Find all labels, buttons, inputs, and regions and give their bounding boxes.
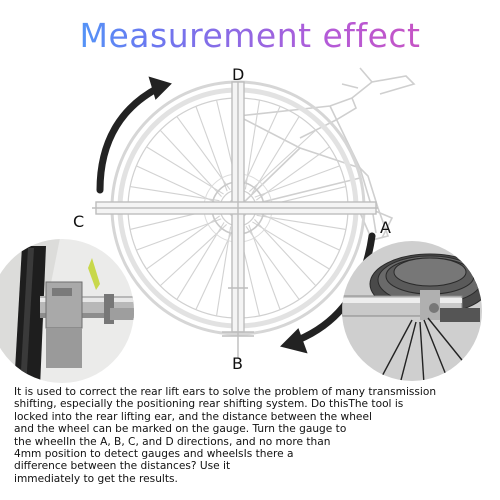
gauge-crosshair xyxy=(92,81,378,358)
rotation-arrow-top xyxy=(96,76,172,194)
wheel-spoke xyxy=(136,218,222,251)
inset-photo-left xyxy=(0,239,134,383)
description-text: It is used to correct the rear lift ears… xyxy=(14,386,437,485)
wheel-spoke xyxy=(146,146,224,195)
wheel-spoke xyxy=(215,226,232,316)
wheel-spoke xyxy=(252,221,330,270)
wheel-spoke xyxy=(254,219,317,287)
wheel-spoke xyxy=(256,146,330,201)
label-c: C xyxy=(73,212,85,231)
wheel-diagram: D C A B xyxy=(0,58,500,384)
bike-wheel-illustration xyxy=(0,67,482,383)
wheel-spoke xyxy=(195,227,235,310)
wheel-spoke xyxy=(257,211,340,251)
inset-photo-right xyxy=(342,241,482,381)
label-b: B xyxy=(232,354,243,373)
wheel-spoke xyxy=(136,165,219,205)
wheel-spoke xyxy=(176,116,231,190)
wheel-spoke xyxy=(241,106,281,189)
wheel-spoke xyxy=(159,129,222,197)
label-a: A xyxy=(380,218,391,237)
wheel-spoke xyxy=(195,106,228,192)
wheel-spoke xyxy=(130,185,220,202)
wheel-spoke xyxy=(254,165,340,198)
wheel-spoke xyxy=(248,224,281,310)
wheel-spoke xyxy=(146,215,220,270)
wheel-spoke xyxy=(251,116,300,194)
label-d: D xyxy=(232,65,245,84)
page-title: Measurement effect xyxy=(0,14,500,58)
wheel-spoke xyxy=(256,214,346,231)
wheel-spoke xyxy=(249,129,317,192)
wheel-spoke xyxy=(245,226,300,300)
wheel-spoke xyxy=(176,222,225,300)
wheel-spoke xyxy=(159,224,227,287)
wheel-spoke xyxy=(244,100,261,190)
